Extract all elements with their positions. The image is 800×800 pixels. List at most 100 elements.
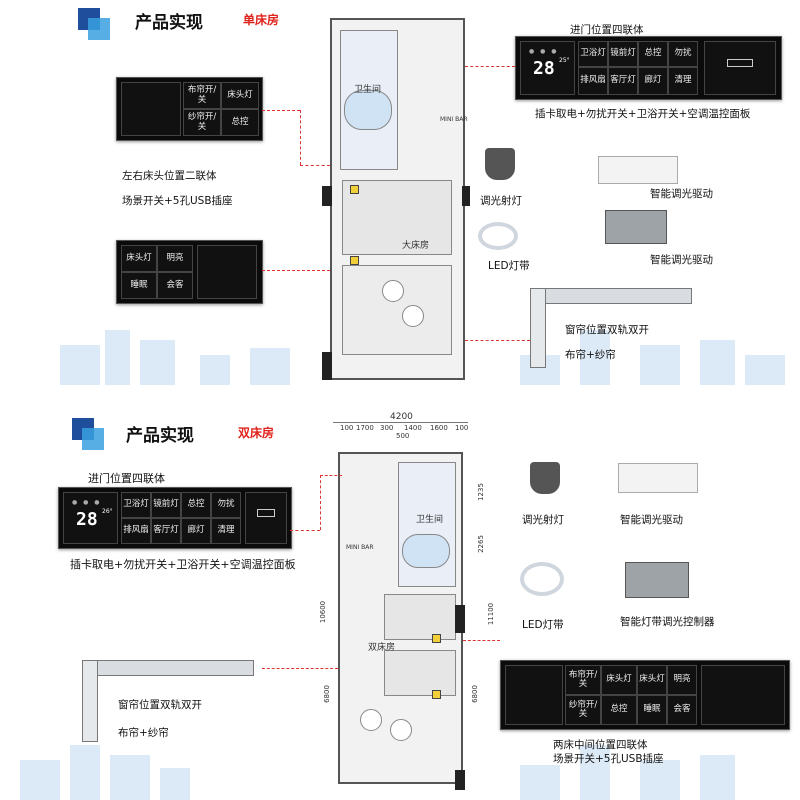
btn-bedlight[interactable]: 床头灯 (221, 82, 259, 109)
btn-fan[interactable]: 排风扇 (121, 518, 151, 544)
btn-living-light[interactable]: 客厅灯 (608, 67, 638, 95)
btn-guest[interactable]: 会客 (157, 272, 193, 299)
btn-sleep[interactable]: 睡眠 (121, 272, 157, 299)
connector-line (465, 66, 515, 67)
card-slot-panel[interactable] (704, 41, 776, 95)
btn-sheer[interactable]: 纱帘开/关 (565, 695, 601, 725)
dim-e: 1600 (430, 424, 448, 432)
product-led: LED灯带 (522, 619, 564, 631)
btn-mirror-light[interactable]: 镜前灯 (608, 41, 638, 67)
lcd-value: 28 (76, 509, 98, 530)
btn-corridor-light[interactable]: 廊灯 (638, 67, 668, 95)
switch-pin (432, 634, 441, 643)
btn-bath-light[interactable]: 卫浴灯 (121, 492, 151, 518)
btn-curtain[interactable]: 布帘开/关 (183, 82, 221, 109)
btn-living-light[interactable]: 客厅灯 (151, 518, 181, 544)
btn-sleep[interactable]: 睡眠 (637, 695, 667, 725)
btn-master[interactable]: 总控 (638, 41, 668, 67)
table (390, 719, 412, 741)
controller-icon (625, 562, 689, 598)
btn-bedlight[interactable]: 床头灯 (601, 665, 637, 695)
floorplan-single: 卫生间 大床房 MINI BAR (330, 18, 468, 380)
curtain-title-top: 窗帘位置双轨双开 (565, 324, 649, 336)
wall-block (462, 186, 470, 206)
btn-master[interactable]: 总控 (181, 492, 211, 518)
curtain-title-bottom: 窗帘位置双轨双开 (118, 699, 202, 711)
usb-socket[interactable] (505, 665, 563, 725)
connector-line (300, 165, 330, 166)
btn-master[interactable]: 总控 (601, 695, 637, 725)
lcd-small: 26° (102, 508, 113, 515)
card-slot-panel[interactable] (245, 492, 287, 544)
entry-panel-label-bottom: 进门位置四联体 (88, 472, 165, 485)
chair (360, 709, 382, 731)
btn-bedlight-2[interactable]: 床头灯 (637, 665, 667, 695)
bed (342, 180, 452, 255)
driver-icon (618, 463, 698, 493)
btn-clean[interactable]: 清理 (211, 518, 241, 544)
dim-line (333, 422, 468, 423)
product-driver1: 智能调光驱动 (650, 188, 713, 200)
btn-bath-light[interactable]: 卫浴灯 (578, 41, 608, 67)
driver-icon (605, 210, 667, 244)
lcd-value: 28 (533, 58, 555, 79)
table (382, 280, 404, 302)
chair (402, 305, 424, 327)
wall-block (455, 770, 465, 790)
spotlight-icon (530, 462, 560, 494)
product-spotlight: 调光射灯 (480, 195, 522, 207)
btn-sheer[interactable]: 纱帘开/关 (183, 109, 221, 136)
btn-mirror-light[interactable]: 镜前灯 (151, 492, 181, 518)
bath-label: 卫生间 (354, 85, 382, 95)
btn-curtain[interactable]: 布帘开/关 (565, 665, 601, 695)
bathtub (402, 534, 450, 568)
connector-line (320, 475, 321, 530)
dim-side-a: 10600 (319, 600, 328, 624)
product-controller: 智能灯带调光控制器 (620, 616, 715, 628)
scene-panel-top: 床头灯 明亮 睡眠 会客 (116, 240, 263, 304)
usb-socket[interactable] (197, 245, 257, 299)
usb-socket[interactable] (701, 665, 785, 725)
btn-bright[interactable]: 明亮 (667, 665, 697, 695)
dim-side-f: 6800 (470, 685, 479, 703)
switch-pin (350, 256, 359, 265)
dim-side-c: 11100 (487, 602, 496, 626)
switch-pin (350, 185, 359, 194)
dim-side-e: 1235 (476, 483, 485, 501)
btn-corridor-light[interactable]: 廊灯 (181, 518, 211, 544)
connector-line (290, 530, 320, 531)
btn-guest[interactable]: 会客 (667, 695, 697, 725)
curtain-desc-bottom: 布帘+纱帘 (118, 727, 169, 739)
btn-bright[interactable]: 明亮 (157, 245, 193, 272)
bathtub (344, 90, 392, 130)
dim-side-b: 6800 (322, 685, 331, 703)
btn-master[interactable]: 总控 (221, 109, 259, 136)
connector-line (320, 475, 342, 476)
btn-dnd[interactable]: 勿扰 (211, 492, 241, 518)
curtain-desc-top: 布帘+纱帘 (565, 349, 616, 361)
section-tag-bottom: 双床房 (238, 426, 275, 440)
dim-a: 100 (340, 424, 354, 432)
driver-icon (598, 156, 678, 184)
btn-bedlight[interactable]: 床头灯 (121, 245, 157, 272)
minibar-label: MINI BAR (440, 116, 468, 123)
section-tag-top: 单床房 (243, 13, 280, 27)
dim-f: 100 (455, 424, 469, 432)
bedside-panel-top: 布帘开/关 床头灯 纱帘开/关 总控 (116, 77, 263, 141)
brand-logo-icon (78, 8, 114, 42)
product-driver: 智能调光驱动 (620, 514, 683, 526)
dim-side-d: 2265 (476, 535, 485, 553)
btn-fan[interactable]: 排风扇 (578, 67, 608, 95)
floorplan-twin: 卫生间 MINI BAR 双床房 (338, 452, 463, 784)
btn-clean[interactable]: 清理 (668, 67, 698, 95)
living-area (342, 265, 452, 355)
connector-line (463, 640, 500, 641)
entry-panel-label-top: 进门位置四联体 (570, 24, 644, 36)
btn-dnd[interactable]: 勿扰 (668, 41, 698, 67)
middle-title: 两床中间位置四联体 (553, 739, 648, 751)
curtain-motor-icon (530, 288, 546, 368)
usb-socket[interactable] (121, 82, 181, 136)
entry-panel-desc-bottom: 插卡取电+勿扰开关+卫浴开关+空调温控面板 (70, 558, 296, 571)
connector-line (300, 110, 301, 165)
bed-1 (384, 594, 456, 640)
